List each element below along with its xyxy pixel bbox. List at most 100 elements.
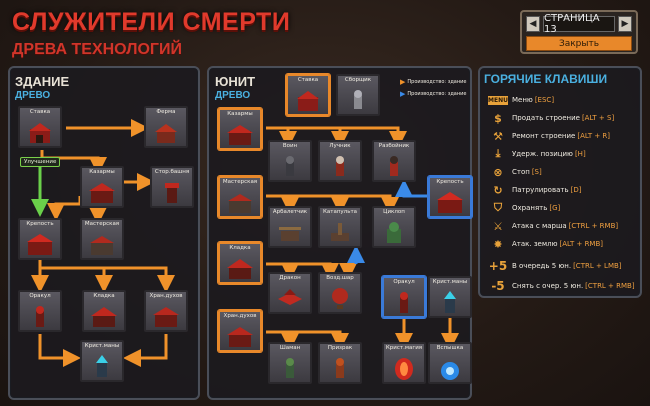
card-label: Ставка bbox=[29, 109, 51, 115]
hotkey-row: ⛉ Охранять [G] bbox=[488, 200, 560, 216]
building-card-krepost[interactable]: Крепость bbox=[18, 218, 62, 260]
next-page-button[interactable]: ▶ bbox=[618, 16, 632, 32]
page-navigator: ◀ СТРАНИЦА 13 ▶ Закрыть bbox=[520, 10, 638, 54]
card-label: Катапульта bbox=[322, 209, 358, 215]
worker-icon bbox=[348, 89, 368, 117]
unit-card-luchnik[interactable]: Лучник bbox=[318, 140, 362, 182]
unit-card-voin[interactable]: Воин bbox=[268, 140, 312, 182]
hold-icon: ⤓ bbox=[495, 147, 501, 160]
mana-crystal-icon bbox=[440, 291, 460, 319]
hotkey-label: Продать строение bbox=[512, 114, 580, 122]
building-card-kazarmy[interactable]: Казармы bbox=[80, 166, 124, 208]
legend-orange: ▶ Производство: здание bbox=[400, 78, 466, 86]
card-label: Призрак bbox=[327, 345, 353, 351]
patrol-icon: ↻ bbox=[493, 183, 503, 197]
unit-card-vspyshka[interactable]: Вспышка bbox=[428, 342, 472, 384]
card-label: Сборщик bbox=[344, 77, 372, 83]
unit-tree-title: ЮНИТ bbox=[215, 74, 256, 89]
unit-card-tsiklop[interactable]: Циклоп bbox=[372, 206, 416, 248]
fortress-icon bbox=[26, 233, 54, 261]
unit-card-krepost[interactable]: Крепость bbox=[428, 176, 472, 218]
unit-card-drakon[interactable]: Дракон bbox=[268, 272, 312, 314]
hotkey-label: Снять с очер. 5 юн. bbox=[512, 282, 584, 290]
hotkey-key: [H] bbox=[574, 150, 586, 158]
hotkeys-panel bbox=[478, 66, 642, 298]
building-card-kladka[interactable]: Кладка bbox=[82, 290, 126, 332]
page-label: СТРАНИЦА 13 bbox=[543, 13, 615, 35]
building-card-storbashnya[interactable]: Стор.башня bbox=[150, 166, 194, 208]
spirit-keep-icon bbox=[226, 325, 254, 353]
farm-icon bbox=[153, 121, 179, 149]
hotkey-key: [S] bbox=[531, 168, 542, 176]
barracks-icon bbox=[88, 181, 116, 209]
unit-card-hranduhov[interactable]: Хран.духов bbox=[218, 310, 262, 352]
queue-plus-icon: +5 bbox=[488, 259, 508, 273]
archer-icon bbox=[330, 155, 350, 183]
warrior-icon bbox=[280, 155, 300, 183]
unit-top-card-sbortsik[interactable]: Сборщик bbox=[336, 74, 380, 116]
hotkey-row: ✸ Атак. землю [ALT + RMB] bbox=[488, 236, 603, 252]
card-label: Лучник bbox=[329, 143, 351, 149]
balloon-icon bbox=[330, 287, 350, 315]
nest-icon bbox=[90, 305, 118, 333]
ghost-icon bbox=[330, 357, 350, 385]
legend-blue-arrow-icon: ▶ bbox=[400, 90, 406, 98]
unit-card-masterskaya[interactable]: Мастерская bbox=[218, 176, 262, 218]
prev-page-button[interactable]: ◀ bbox=[526, 16, 540, 32]
mana-crystal-icon bbox=[92, 355, 112, 383]
unit-card-shaman[interactable]: Шаман bbox=[268, 342, 312, 384]
fortress-icon bbox=[436, 191, 464, 219]
card-label: Крист.маны bbox=[84, 343, 120, 349]
building-card-ferma[interactable]: Ферма bbox=[144, 106, 188, 148]
card-label: Дракон bbox=[279, 275, 301, 281]
unit-card-kristmany[interactable]: Крист.маны bbox=[428, 276, 472, 318]
card-label: Арбалетчик bbox=[272, 209, 308, 215]
hotkey-row: ⚔ Атака с марша [CTRL + RMB] bbox=[488, 218, 618, 234]
card-label: Кладка bbox=[93, 293, 115, 299]
building-card-stavka[interactable]: Ставка bbox=[18, 106, 62, 148]
hotkey-key: [CTRL + RMB] bbox=[585, 282, 635, 290]
unit-top-card-stavka[interactable]: Ставка bbox=[286, 74, 330, 116]
unit-card-katapulta[interactable]: Катапульта bbox=[318, 206, 362, 248]
card-label: Кладка bbox=[229, 245, 251, 251]
card-label: Крепость bbox=[26, 221, 54, 227]
hotkey-row: $ Продать строение [ALT + S] bbox=[488, 110, 614, 126]
hotkey-key: [CTRL + LMB] bbox=[573, 262, 622, 270]
hotkey-key: [ESC] bbox=[534, 96, 555, 104]
barracks-icon bbox=[226, 123, 254, 151]
building-card-hranduhov[interactable]: Хран.духов bbox=[144, 290, 188, 332]
workshop-icon bbox=[226, 191, 254, 219]
unit-card-orakul[interactable]: Оракул bbox=[382, 276, 426, 318]
card-label: Хран.духов bbox=[223, 313, 257, 319]
unit-card-vozdshar[interactable]: Возд.шар bbox=[318, 272, 362, 314]
page-title: СЛУЖИТЕЛИ СМЕРТИ bbox=[12, 8, 291, 36]
hotkey-row: -5 Снять с очер. 5 юн. [CTRL + RMB] bbox=[488, 278, 635, 294]
unit-card-kazarmy[interactable]: Казармы bbox=[218, 108, 262, 150]
castle-icon bbox=[27, 121, 53, 149]
unit-card-kladka[interactable]: Кладка bbox=[218, 242, 262, 284]
close-button[interactable]: Закрыть bbox=[526, 36, 632, 51]
unit-card-kristmag[interactable]: Крист.магия bbox=[382, 342, 426, 384]
card-label: Возд.шар bbox=[326, 275, 354, 281]
card-label: Казармы bbox=[89, 169, 115, 175]
hotkey-label: Охранять bbox=[512, 204, 548, 212]
building-card-orakul[interactable]: Оракул bbox=[18, 290, 62, 332]
upgrade-badge: Улучшение bbox=[20, 157, 61, 167]
card-label: Оракул bbox=[29, 293, 51, 299]
hotkey-row: ⚒ Ремонт строение [ALT + R] bbox=[488, 128, 610, 144]
flash-icon bbox=[438, 357, 462, 385]
card-label: Ферма bbox=[156, 109, 176, 115]
unit-card-prizrak[interactable]: Призрак bbox=[318, 342, 362, 384]
unit-card-razboynik[interactable]: Разбойник bbox=[372, 140, 416, 182]
card-label: Крист.магия bbox=[385, 345, 423, 351]
hotkey-label: Атака с марша bbox=[512, 222, 567, 230]
unit-card-arbalet[interactable]: Арбалетчик bbox=[268, 206, 312, 248]
card-label: Шаман bbox=[279, 345, 301, 351]
unit-tree-subtitle: ДРЕВО bbox=[215, 90, 251, 101]
building-card-masterskaya[interactable]: Мастерская bbox=[80, 218, 124, 260]
card-label: Оракул bbox=[393, 279, 415, 285]
building-card-kristmany[interactable]: Крист.маны bbox=[80, 340, 124, 382]
hotkey-key: [ALT + R] bbox=[577, 132, 611, 140]
hotkey-label: Удерж. позицию bbox=[512, 150, 573, 158]
attack-move-icon: ⚔ bbox=[493, 219, 503, 233]
